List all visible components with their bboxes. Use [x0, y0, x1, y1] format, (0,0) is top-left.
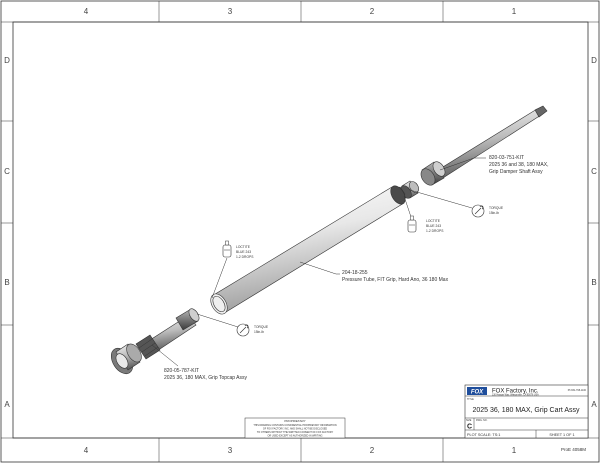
title-block: FOX FOX Factory, Inc. 130 Hangar Way, Wa… [464, 384, 589, 439]
topcap-cap [110, 343, 142, 375]
topcap-spring [135, 334, 161, 360]
loctite-shaft-line1: LOCTITE [426, 219, 441, 223]
callout-topcap-desc: 2025 36, 180 MAX, Grip Topcap Assy [164, 375, 248, 381]
company-phone: Ph 831-768-1100 [568, 389, 587, 392]
loctite-tube-line3: 1-2 DROPS [236, 255, 254, 259]
loctite-callout-shaft: LOCTITE BLUE 243 1-2 DROPS [403, 195, 444, 233]
prop-heading: PROPRIETARY [284, 419, 305, 423]
company-name: FOX Factory, Inc. [492, 389, 539, 395]
torque-shaft-line2: 15in-lb [489, 211, 499, 215]
callout-tube: 204-18-255 Pressure Tube, FIT Grip, Hard… [299, 261, 449, 283]
loctite-shaft-line2: BLUE 243 [426, 224, 441, 228]
torque-topcap-line2: 15in-lb [254, 330, 264, 334]
prop-line-3: TO OTHERS WITHOUT THE WRITTEN CONSENT OF… [257, 431, 334, 434]
fox-logo: FOX [467, 387, 487, 396]
zone-left-c: C [4, 167, 10, 176]
callout-topcap-part-no: 820-05-787-KIT [164, 368, 199, 374]
loctite-callout-tube: LOCTITE BLUE 243 1-2 DROPS [211, 240, 254, 299]
zone-right-c: C [591, 167, 597, 176]
torque-callout-topcap: TORQUE 15in-lb [196, 313, 269, 337]
callout-tube-part-no: 204-18-255 [342, 270, 368, 276]
damper-shaft-tip [534, 105, 548, 118]
zone-right-d: D [591, 56, 597, 65]
sheet-count: SHEET 1 OF 1 [549, 433, 574, 437]
prop-line-4: OR USED EXCEPT AS AUTHORIZED IN WRITING [268, 435, 323, 438]
title-label: TITLE [467, 398, 474, 401]
loctite-tube-line2: BLUE 243 [236, 250, 251, 254]
torque-callout-shaft: TORQUE 15in-lb [409, 189, 504, 218]
drawing-title: 2025 36, 180 MAX, Grip Cart Assy [473, 407, 580, 414]
loctite-tube-line1: LOCTITE [236, 245, 251, 249]
zone-top-1: 1 [512, 7, 517, 16]
torque-topcap-line1: TORQUE [254, 325, 269, 329]
zone-bottom-4: 4 [84, 446, 89, 455]
callout-shaft-part-no: 820-03-751-KIT [489, 155, 524, 161]
zone-bottom-1: 1 [512, 446, 517, 455]
topcap-assy [110, 308, 200, 375]
sheet-size: C [467, 424, 472, 431]
zone-top-2: 2 [370, 7, 375, 16]
zone-top-4: 4 [84, 7, 89, 16]
loctite-bottle-icon [222, 240, 232, 258]
callout-shaft: 820-03-751-KIT 2025 36 and 38, 180 MAX, … [439, 155, 549, 175]
pressure-tube [210, 185, 406, 315]
part-number: ProE 4058M [561, 447, 586, 452]
prop-line-2: OF FOX FACTORY, INC. AND SHALL NOT BE DI… [263, 428, 328, 431]
zone-top-3: 3 [228, 7, 233, 16]
zone-bottom-2: 2 [370, 446, 375, 455]
zone-labels: 4 3 2 1 4 3 2 1 D C B A D C B A [4, 7, 597, 455]
zone-left-b: B [4, 278, 9, 287]
damper-shaft-assy [394, 105, 548, 199]
zone-left-a: A [4, 400, 10, 409]
callout-shaft-desc2: Grip Damper Shaft Assy [489, 169, 543, 175]
dwg-no-label: DWG. NO. [476, 419, 488, 422]
torque-shaft-line1: TORQUE [489, 206, 504, 210]
size-label: SIZE [466, 419, 472, 422]
prop-line-1: THIS DRAWING CONTAINS CONFIDENTIAL PROPR… [253, 424, 337, 427]
fox-logo-text: FOX [471, 390, 484, 396]
proprietary-notice: PROPRIETARY THIS DRAWING CONTAINS CONFID… [244, 417, 346, 439]
zone-right-a: A [591, 400, 597, 409]
loctite-shaft-line3: 1-2 DROPS [426, 229, 444, 233]
callout-topcap: 820-05-787-KIT 2025 36, 180 MAX, Grip To… [151, 344, 248, 381]
zone-right-b: B [591, 278, 596, 287]
zone-left-d: D [4, 56, 10, 65]
callout-tube-desc: Pressure Tube, FIT Grip, Hard Ano, 36 18… [342, 277, 449, 283]
zone-bottom-3: 3 [228, 446, 233, 455]
loctite-bottle-icon [407, 215, 417, 233]
company-address: 130 Hangar Way, Watsonville, CA 95076 US… [492, 394, 539, 397]
plot-scale: PLOT SCALE: TS:1 [467, 433, 500, 437]
damper-piston [420, 161, 446, 186]
callout-shaft-desc1: 2025 36 and 38, 180 MAX, [489, 162, 549, 168]
